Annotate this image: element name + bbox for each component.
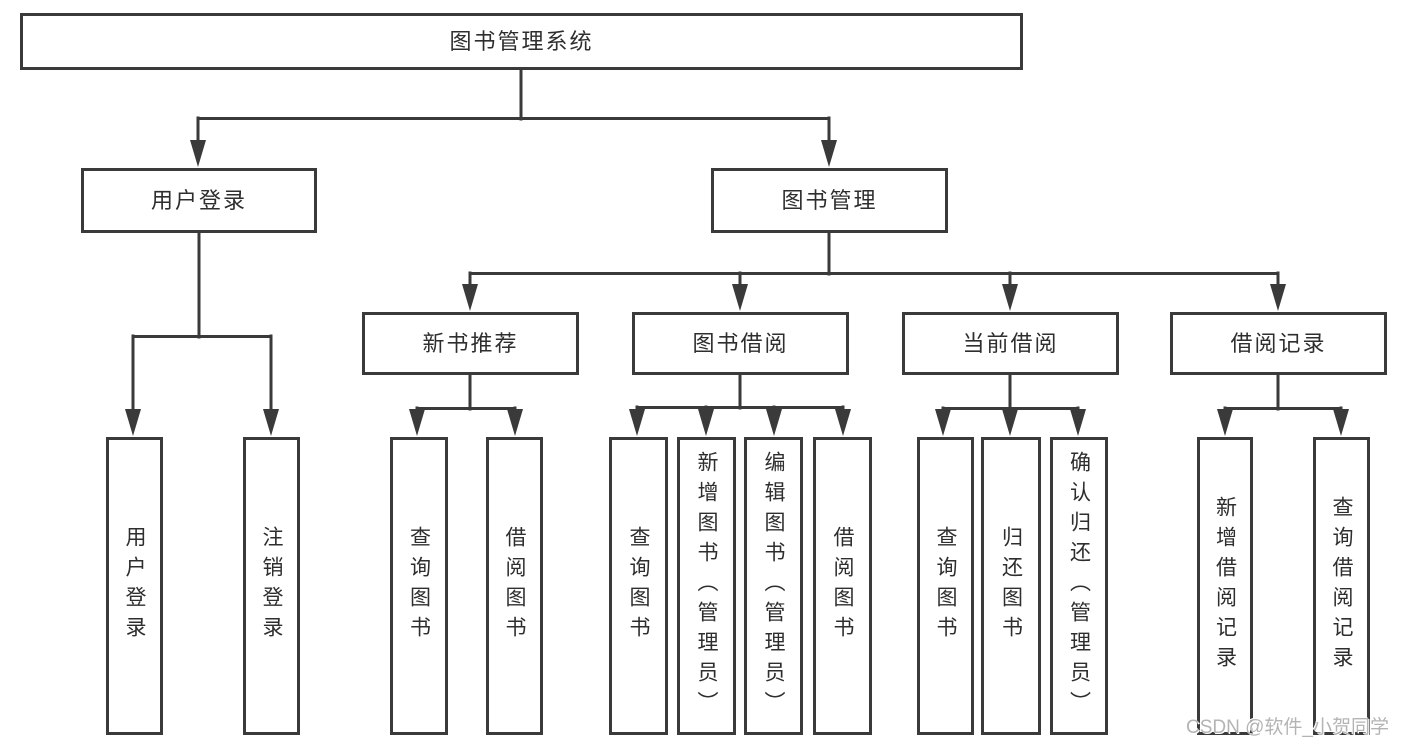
arrowhead	[125, 409, 141, 436]
leaf-confirm-return-admin: 确认归还（管理员）	[1050, 437, 1108, 735]
arrowhead	[1070, 409, 1086, 436]
leaf-return-book: 归还图书	[981, 437, 1041, 735]
leaf-query-borrow-record: 查询借阅记录	[1313, 437, 1370, 735]
node-root: 图书管理系统	[20, 13, 1023, 70]
leaf-query-books-borrowing: 查询图书	[609, 437, 668, 735]
arrowhead	[1002, 284, 1018, 311]
leaf-query-books-current: 查询图书	[917, 437, 974, 735]
arrowhead	[629, 409, 645, 436]
arrowhead	[263, 409, 279, 436]
node-book-management: 图书管理	[711, 168, 948, 233]
leaf-logout: 注销登录	[243, 437, 300, 735]
node-current-borrowing: 当前借阅	[902, 312, 1119, 375]
arrowhead	[935, 409, 951, 436]
arrowhead	[698, 409, 714, 436]
arrowhead	[190, 140, 206, 167]
arrowhead	[835, 409, 851, 436]
arrowhead	[821, 140, 837, 167]
arrowhead	[1217, 409, 1233, 436]
node-new-book-recommendation: 新书推荐	[362, 312, 579, 375]
arrowhead	[462, 284, 478, 311]
arrowhead	[1270, 284, 1286, 311]
arrowhead	[1333, 409, 1349, 436]
leaf-borrow-books-recommend: 借阅图书	[486, 437, 543, 735]
arrowhead	[1002, 409, 1018, 436]
leaf-query-books-recommend: 查询图书	[390, 437, 448, 735]
arrowhead	[732, 284, 748, 311]
arrowhead	[409, 409, 425, 436]
node-book-borrowing: 图书借阅	[632, 312, 849, 375]
leaf-add-borrow-record: 新增借阅记录	[1197, 437, 1253, 735]
leaf-borrow-books-borrowing: 借阅图书	[813, 437, 872, 735]
leaf-edit-book-admin: 编辑图书（管理员）	[744, 437, 803, 735]
csdn-watermark: CSDN @软件_小贺同学	[1186, 717, 1389, 738]
arrowhead	[507, 409, 523, 436]
arrowhead	[766, 409, 782, 436]
node-user-login: 用户登录	[81, 168, 317, 233]
node-borrowing-records: 借阅记录	[1170, 312, 1387, 375]
leaf-user-login: 用户登录	[106, 437, 163, 735]
leaf-add-book-admin: 新增图书（管理员）	[677, 437, 736, 735]
